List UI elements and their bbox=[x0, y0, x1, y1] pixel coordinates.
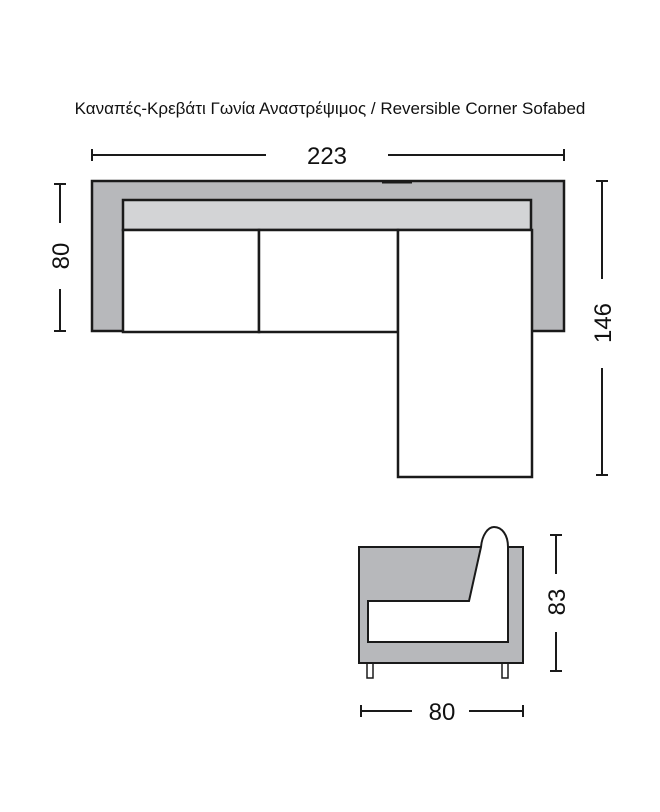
dimension-height bbox=[550, 534, 562, 672]
side-view bbox=[358, 525, 524, 679]
width-label: 223 bbox=[307, 143, 347, 170]
chaise-depth-label: 146 bbox=[590, 303, 617, 343]
chaise-cushion bbox=[396, 228, 534, 479]
leg-right bbox=[501, 662, 509, 679]
dimension-width bbox=[91, 149, 565, 161]
height-label: 83 bbox=[544, 589, 571, 616]
side-depth-label: 80 bbox=[429, 699, 456, 726]
depth-label: 80 bbox=[48, 243, 75, 270]
leg-left bbox=[366, 662, 374, 679]
backrest bbox=[121, 198, 533, 232]
seat-cushion-left bbox=[121, 228, 261, 334]
diagram-title: Καναπές-Κρεβάτι Γωνία Αναστρέψιμος / Rev… bbox=[75, 99, 586, 118]
top-view bbox=[90, 179, 566, 479]
dimension-chaise bbox=[596, 180, 608, 476]
seat-cushion-middle bbox=[257, 228, 400, 334]
dimension-side-depth bbox=[360, 705, 524, 717]
dimension-depth bbox=[54, 183, 66, 332]
back-cushion bbox=[367, 525, 509, 643]
